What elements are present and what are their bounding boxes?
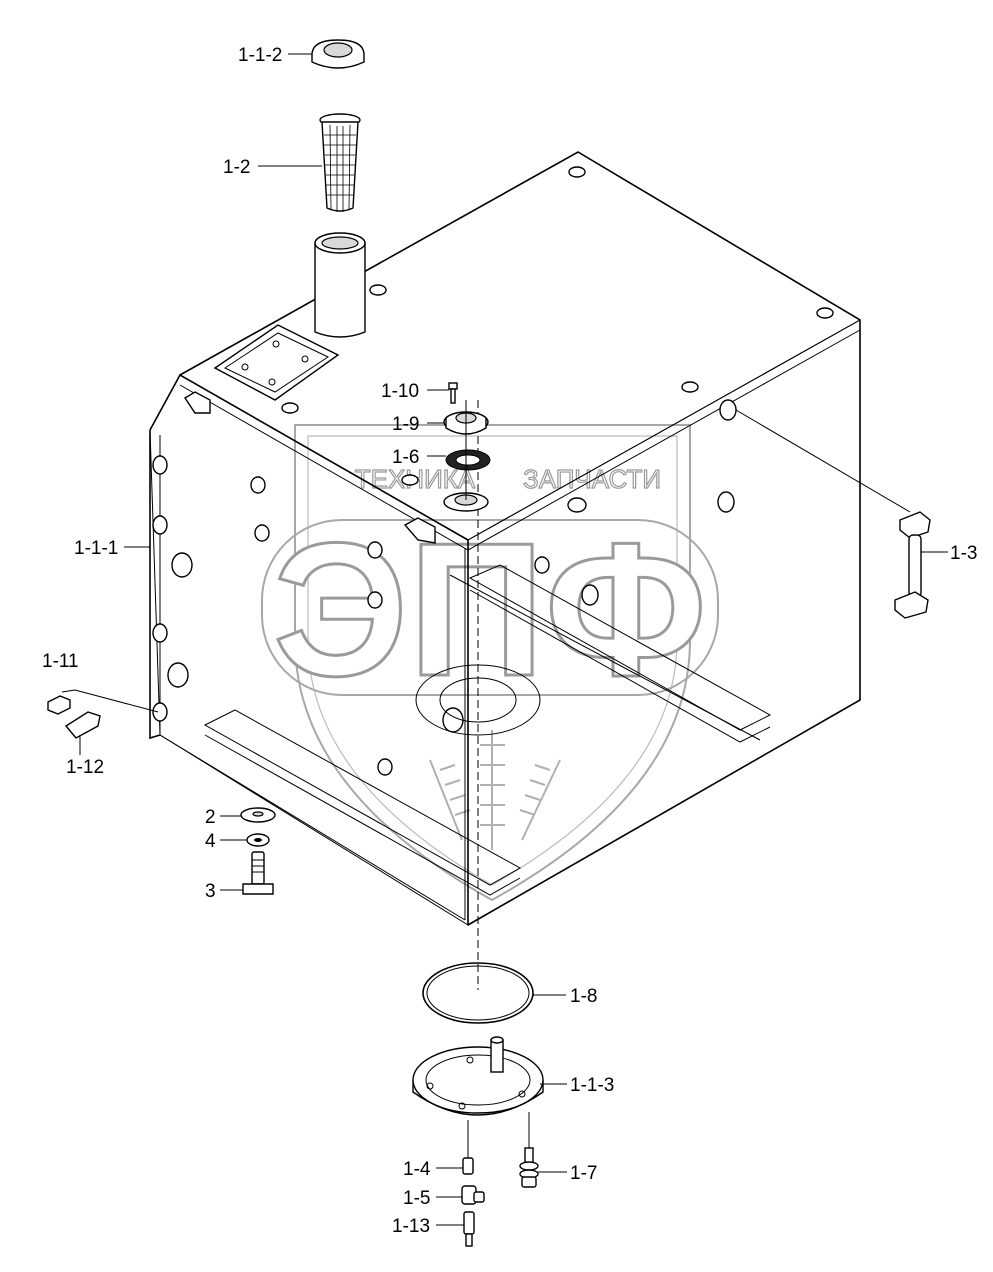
tank-right-bosses xyxy=(534,399,737,606)
part-bolt-icon xyxy=(448,382,458,404)
watermark-logo-text: ЭПФ xyxy=(273,504,707,716)
tank-top-bolts xyxy=(281,166,834,513)
callout-1-6: 1-6 xyxy=(392,447,419,468)
callout-1-7: 1-7 xyxy=(570,1163,597,1184)
leader-lines xyxy=(61,53,948,1226)
callout-3: 3 xyxy=(205,881,216,902)
tank-left-bosses xyxy=(152,455,464,776)
part-strainer-icon xyxy=(319,113,361,212)
callout-1-8: 1-8 xyxy=(570,986,597,1007)
callout-1-4: 1-4 xyxy=(403,1159,431,1180)
watermark-wheat-icon xyxy=(429,730,561,850)
part-gasket-icon xyxy=(445,449,491,471)
callout-1-10: 1-10 xyxy=(381,381,419,402)
hydraulic-tank xyxy=(149,151,861,990)
part-o-ring-icon xyxy=(422,962,534,1024)
part-hex-bolt-icon xyxy=(242,851,274,895)
callout-1-12: 1-12 xyxy=(66,757,104,778)
part-filler-cap-icon xyxy=(311,39,365,69)
callout-1-11: 1-11 xyxy=(42,651,79,672)
watermark: ЭПФ ТЕХНИКА ЗАПЧАСТИ xyxy=(261,424,719,902)
part-plug-icon xyxy=(47,695,71,715)
filler-neck xyxy=(314,232,366,338)
callout-1-1-3: 1-1-3 xyxy=(570,1075,614,1096)
tank-mounting-rails xyxy=(203,564,772,896)
watermark-right-text: ЗАПЧАСТИ xyxy=(523,464,661,494)
callout-1-13: 1-13 xyxy=(392,1216,430,1237)
part-hose-fitting-icon xyxy=(64,711,101,739)
callout-2: 2 xyxy=(205,807,216,828)
part-cover-bolt-icon xyxy=(519,1147,539,1188)
watermark-shield xyxy=(294,424,691,902)
callout-labels: 1-1-2 1-2 1-10 1-9 1-6 1-1-1 1-3 1-11 1-… xyxy=(42,45,977,1237)
part-nipple-icon xyxy=(462,1157,474,1175)
tank-bracket-icon xyxy=(403,517,436,544)
watermark-shield-inner xyxy=(307,435,678,886)
callout-1-3: 1-3 xyxy=(950,543,977,564)
callout-4: 4 xyxy=(205,831,216,852)
tank-bracket-icon xyxy=(184,391,211,414)
watermark-band xyxy=(261,519,719,696)
access-cover-plate xyxy=(213,324,340,401)
part-elbow-icon xyxy=(461,1185,485,1205)
callout-1-1-2: 1-1-2 xyxy=(238,45,282,66)
callout-1-9: 1-9 xyxy=(392,414,419,435)
callout-1-5: 1-5 xyxy=(403,1188,430,1209)
part-drain-fitting-icon xyxy=(463,1211,475,1247)
callout-1-1-1: 1-1-1 xyxy=(74,538,118,559)
part-level-gauge-icon xyxy=(894,511,931,619)
part-bottom-cover-icon xyxy=(412,1036,544,1116)
callout-1-2: 1-2 xyxy=(223,157,250,178)
